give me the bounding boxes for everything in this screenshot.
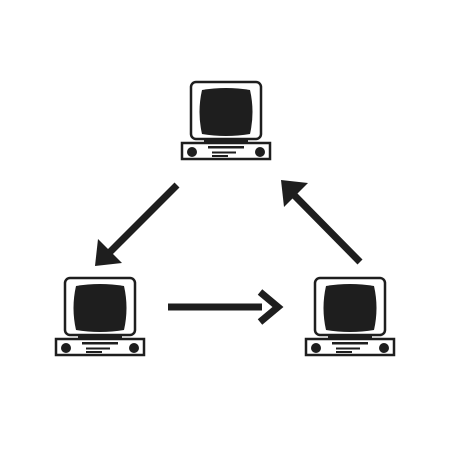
arrow-bottom-right-to-top-icon	[281, 180, 363, 265]
arrow-top-to-bottom-left-icon	[95, 182, 180, 266]
arrow-left-to-right-icon	[168, 289, 284, 325]
computer-top-icon	[180, 80, 272, 161]
computer-bottom-right-icon	[304, 276, 396, 357]
computer-bottom-left-icon	[54, 276, 146, 357]
